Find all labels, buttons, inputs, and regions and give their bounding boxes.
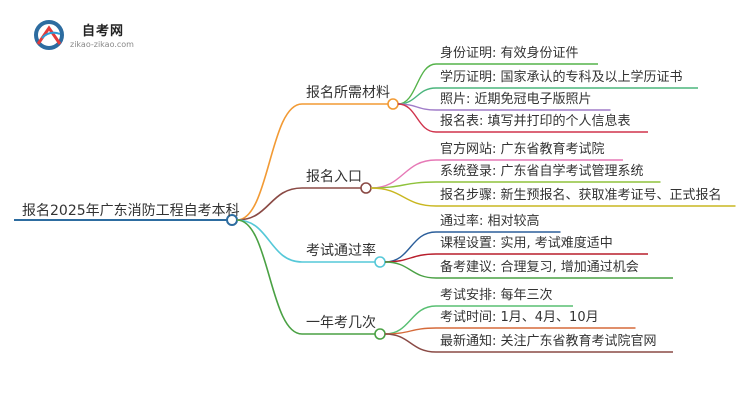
leaf-label: 系统登录: 广东省自学考试管理系统 [440,164,644,179]
branch-node[interactable] [360,182,372,194]
leaf-label: 考试时间: 1月、4月、10月 [440,310,599,325]
logo-subtitle: zikao-zikao.com [70,40,134,49]
leaf-connector [397,103,437,133]
leaf-connector [397,87,437,105]
leaf-connector [370,181,437,189]
branch-label: 报名所需材料 [306,85,390,101]
root-topic-label: 报名2025年广东消防工程自考本科 [22,203,240,219]
branch-label: 考试通过率 [306,243,376,259]
leaf-label: 身份证明: 有效身份证件 [440,46,579,61]
branch-label: 报名入口 [306,169,362,185]
leaf-label: 通过率: 相对较高 [440,214,540,229]
logo-mark-icon [34,20,64,50]
leaf-connector [370,187,437,207]
branch-node[interactable] [374,328,386,340]
leaf-label: 报名表: 填写并打印的个人信息表 [440,114,631,129]
branch-connector [236,103,303,221]
leaf-label: 照片: 近期免冠电子版照片 [440,92,592,107]
branch-connector [236,219,303,335]
branch-label: 一年考几次 [306,315,376,331]
leaf-connector [384,333,437,353]
branch-connector [236,219,303,263]
leaf-label: 官方网站: 广东省教育考试院 [440,142,605,157]
leaf-label: 学历证明: 国家承认的专科及以上学历证书 [440,70,683,85]
leaf-label: 报名步骤: 新生预报名、获取准考证号、正式报名 [440,188,722,203]
leaf-label: 课程设置: 实用, 考试难度适中 [440,236,613,251]
leaf-connector [384,305,437,335]
branch-connector [236,187,303,221]
leaf-connector [384,261,437,279]
leaf-label: 备考建议: 合理复习, 增加通过机会 [440,260,639,275]
logo-title: 自考网 [82,24,125,39]
branch-node[interactable] [374,256,386,268]
leaf-label: 考试安排: 每年三次 [440,288,553,303]
leaf-label: 最新通知: 关注广东省教育考试院官网 [440,334,657,349]
leaf-connector [384,327,437,335]
leaf-connector [397,63,437,105]
logo: 自考网 zikao-zikao.com [32,16,172,56]
leaf-connector [370,159,437,189]
